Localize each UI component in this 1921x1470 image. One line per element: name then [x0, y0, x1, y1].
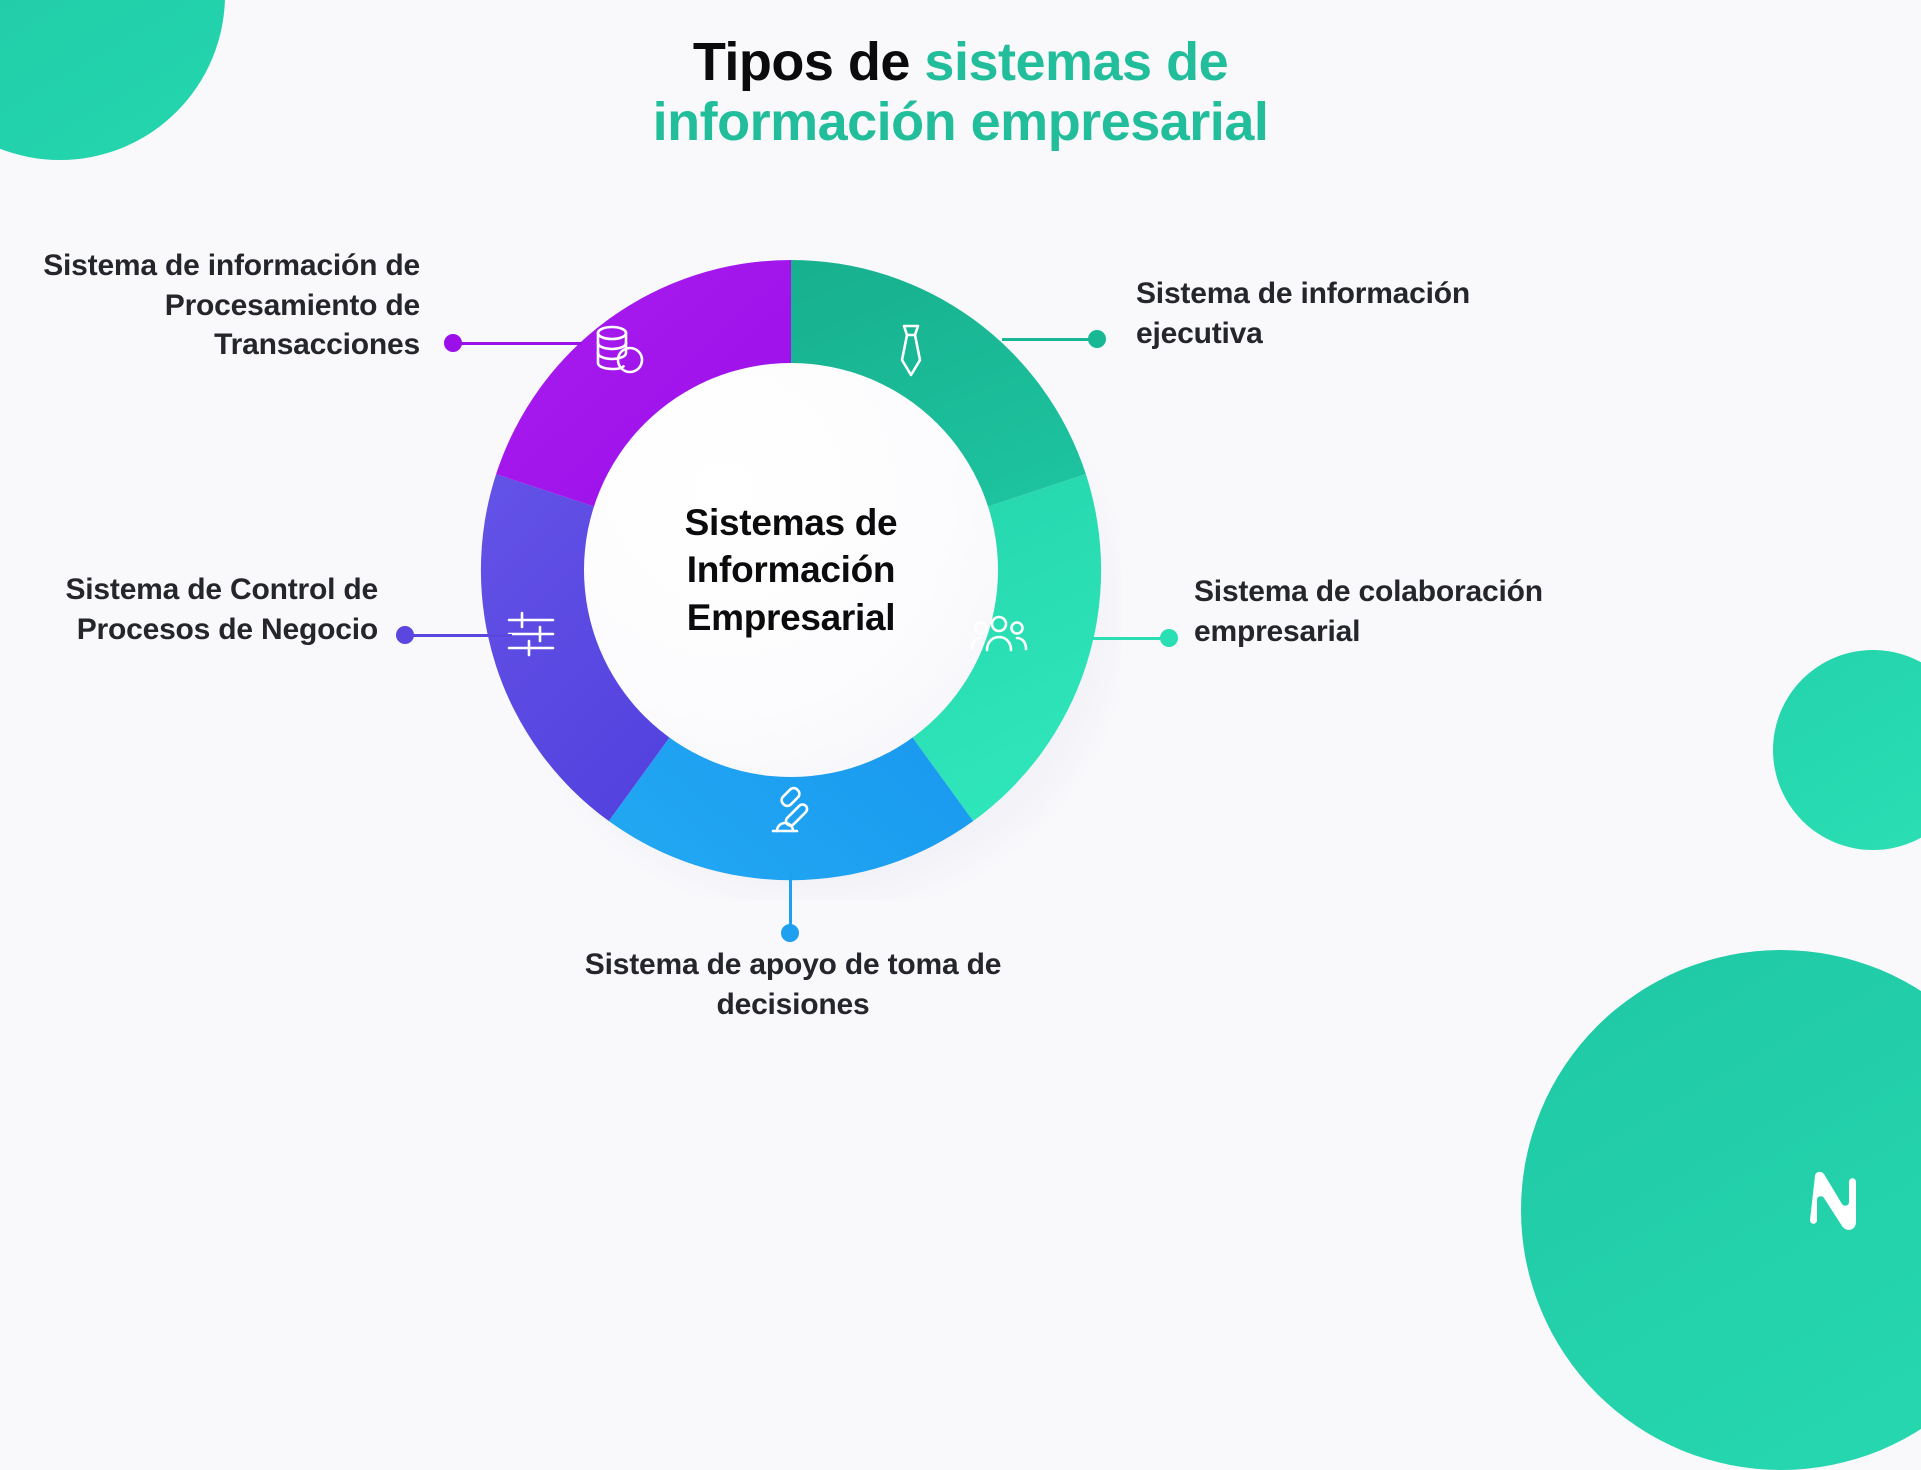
- center-line-3: Empresarial: [686, 596, 896, 638]
- label-process-control: Sistema de Control de Procesos de Negoci…: [65, 573, 378, 646]
- title-part-accent: sistemas de: [924, 32, 1229, 92]
- connector-dot-executive: [1088, 330, 1106, 348]
- connector-line-decision-support: [789, 872, 792, 934]
- title-line-1: Tipos de sistemas de: [0, 32, 1921, 92]
- donut-center-disc: Sistemas de Información Empresarial: [584, 363, 998, 777]
- connector-line-executive: [1002, 338, 1098, 341]
- center-line-1: Sistemas de: [684, 501, 898, 543]
- connector-line-collaboration: [1088, 637, 1176, 640]
- connector-dot-decision-support: [781, 924, 799, 942]
- connector-dot-transactions: [444, 334, 462, 352]
- donut-chart: Sistemas de Información Empresarial: [461, 240, 1121, 900]
- connector-line-transactions: [452, 342, 582, 345]
- center-line-2: Información: [686, 549, 896, 591]
- label-transactions: Sistema de información de Procesamiento …: [43, 249, 420, 362]
- brand-logo-icon: [1793, 1160, 1883, 1250]
- title-line-2: información empresarial: [652, 92, 1269, 153]
- label-decision-support: Sistema de apoyo de toma de decisiones: [584, 948, 1002, 1021]
- label-executive: Sistema de información ejecutiva: [1136, 277, 1471, 350]
- connector-dot-process-control: [396, 626, 414, 644]
- connector-dot-collaboration: [1160, 629, 1178, 647]
- decorative-blob-right: [1773, 650, 1921, 850]
- title-part-dark: Tipos de: [692, 32, 925, 92]
- donut-center-label: Sistemas de Información Empresarial: [685, 499, 898, 641]
- page-title: Tipos de sistemas de información empresa…: [0, 32, 1921, 153]
- label-collaboration: Sistema de colaboración empresarial: [1194, 575, 1543, 648]
- connector-line-process-control: [404, 634, 512, 637]
